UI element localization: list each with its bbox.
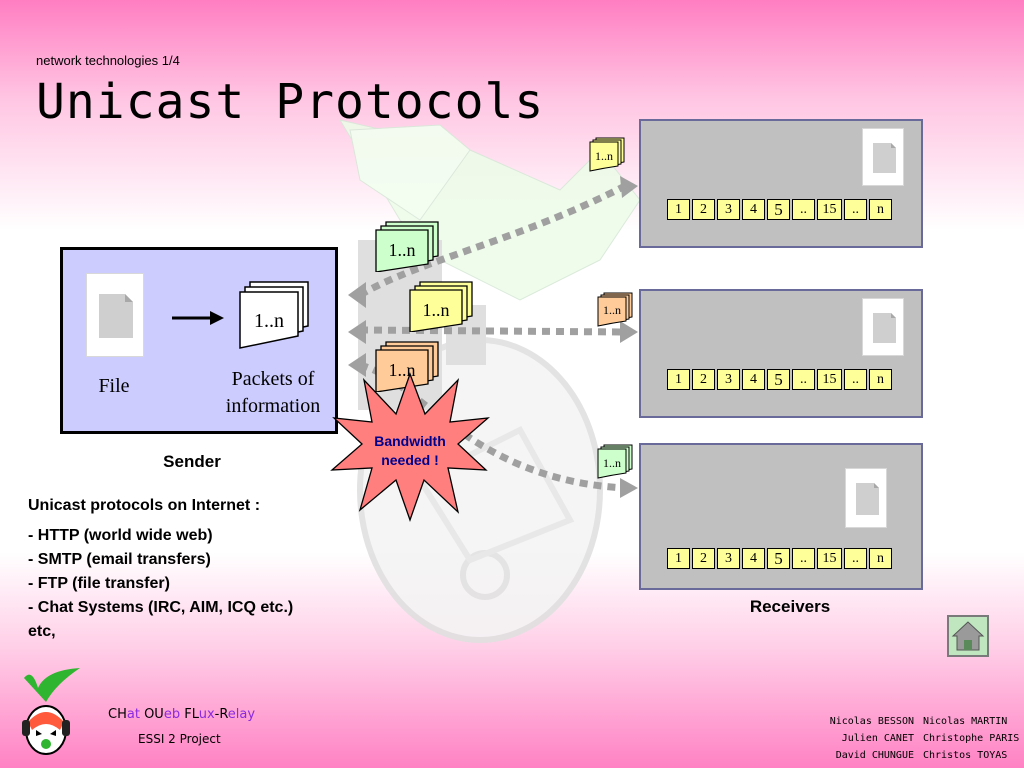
seq-cell: .. (844, 199, 867, 220)
project-name-part: ux (198, 707, 215, 722)
project-name: CHat OUeb FLux-Relay (108, 707, 255, 722)
arrow-to-receiver-2 (359, 326, 626, 336)
file-document-icon (86, 273, 144, 357)
bandwidth-label: Bandwidth needed ! (360, 432, 460, 470)
arrow-to-receiver-1 (358, 182, 627, 299)
receivers-caption: Receivers (749, 597, 831, 616)
authors-column-1: Nicolas BESSON Julien CANET David CHUNGU… (790, 713, 914, 764)
bandwidth-label-line1: Bandwidth (374, 433, 446, 449)
transit-packet-yellow-icon (409, 281, 473, 332)
seq-cell: 15 (817, 199, 842, 220)
receiver-1-document-icon (862, 128, 904, 186)
project-name-part: OU (139, 707, 164, 722)
project-subtitle: ESSI 2 Project (138, 732, 221, 746)
project-name-part: elay (227, 707, 256, 722)
transit-packet-yellow-label: 1..n (422, 300, 450, 320)
author-name: Nicolas MARTIN (923, 716, 1008, 727)
receiver-2-sequence: 1 2 3 4 5 .. 15 .. n (667, 369, 894, 390)
seq-cell: 3 (717, 199, 740, 220)
project-name-part: CH (108, 707, 127, 722)
home-button[interactable] (947, 615, 989, 657)
seq-cell: 3 (717, 548, 740, 569)
author-name: Nicolas BESSON (829, 716, 914, 727)
seq-cell: 5 (767, 548, 790, 569)
seq-cell: 4 (742, 199, 765, 220)
seq-cell: n (869, 199, 892, 220)
seq-cell: 3 (717, 369, 740, 390)
packets-label: Packets of information (210, 366, 336, 420)
slide-title: Unicast Protocols (36, 74, 545, 130)
protocol-list: Unicast protocols on Internet : - HTTP (… (28, 494, 293, 644)
seq-cell: 2 (692, 199, 715, 220)
small-packet-2-label: 1..n (603, 303, 621, 317)
small-packet-3-label: 1..n (603, 456, 621, 470)
list-item: - SMTP (email transfers) (28, 551, 211, 568)
project-name-part: eb (163, 707, 181, 722)
seq-cell: 1 (667, 199, 690, 220)
transit-packet-green-label: 1..n (388, 240, 416, 260)
seq-cell: .. (792, 369, 815, 390)
mascot-logo (22, 668, 80, 755)
packet-stack-icon (239, 281, 309, 349)
seq-cell: .. (844, 548, 867, 569)
transit-packet-orange-label: 1..n (388, 360, 416, 380)
slide-subtitle: network technologies 1/4 (36, 53, 180, 68)
seq-cell: .. (844, 369, 867, 390)
small-packet-3-icon (597, 444, 633, 479)
author-name: David CHUNGUE (835, 750, 914, 761)
seq-cell: 4 (742, 548, 765, 569)
list-item: etc, (28, 623, 56, 640)
seq-cell: .. (792, 199, 815, 220)
receiver-2-document-icon (862, 298, 904, 356)
file-label: File (98, 375, 130, 397)
receiver-3-sequence: 1 2 3 4 5 .. 15 .. n (667, 548, 894, 569)
packets-label-line2: information (225, 395, 321, 417)
protocol-list-heading: Unicast protocols on Internet : (28, 497, 261, 514)
seq-cell: 4 (742, 369, 765, 390)
seq-cell: 1 (667, 548, 690, 569)
receiver-3-document-icon (845, 468, 887, 528)
seq-cell: .. (792, 548, 815, 569)
bandwidth-burst-icon (330, 372, 490, 522)
list-item: - Chat Systems (IRC, AIM, ICQ etc.) (28, 599, 294, 616)
arrow-right-icon (172, 311, 224, 325)
packets-label-line1: Packets of (231, 368, 315, 390)
authors-column-2: Nicolas MARTIN Christophe PARIS Christos… (923, 713, 1019, 764)
small-packet-1-label: 1..n (595, 149, 613, 163)
seq-cell: 15 (817, 369, 842, 390)
small-packet-1-icon (589, 137, 625, 172)
receiver-1-sequence: 1 2 3 4 5 .. 15 .. n (667, 199, 894, 220)
small-packet-2-icon (597, 292, 633, 327)
seq-cell: 5 (767, 369, 790, 390)
seq-cell: 5 (767, 199, 790, 220)
seq-cell: 1 (667, 369, 690, 390)
seq-cell: n (869, 369, 892, 390)
author-name: Christophe PARIS (923, 733, 1020, 744)
project-name-part: -R (214, 707, 228, 722)
seq-cell: 15 (817, 548, 842, 569)
list-item: - HTTP (world wide web) (28, 527, 213, 544)
list-item: - FTP (file transfer) (28, 575, 170, 592)
project-name-part: FL (180, 707, 199, 722)
project-name-part: at (126, 707, 140, 722)
seq-cell: 2 (692, 369, 715, 390)
home-icon (951, 621, 985, 651)
packet-stack-label: 1..n (254, 310, 284, 332)
seq-cell: n (869, 548, 892, 569)
author-name: Christos TOYAS (923, 750, 1008, 761)
transit-packet-green-icon (375, 221, 439, 272)
seq-cell: 2 (692, 548, 715, 569)
sender-caption: Sender (163, 452, 221, 471)
author-name: Julien CANET (841, 733, 914, 744)
bandwidth-label-line2: needed ! (381, 452, 439, 468)
